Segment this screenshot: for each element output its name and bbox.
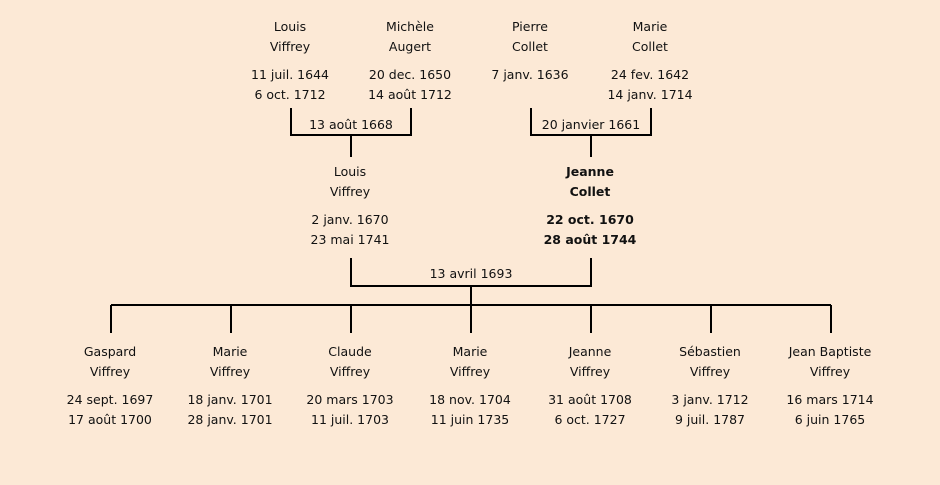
last-name: Viffrey: [89, 364, 131, 379]
birth-date: 31 août 1708: [548, 392, 632, 407]
last-name: Viffrey: [209, 364, 251, 379]
last-name: Viffrey: [689, 364, 731, 379]
birth-date: 11 juil. 1644: [251, 67, 329, 82]
birth-date: 16 mars 1714: [786, 392, 874, 407]
marriage-date: 20 janvier 1661: [541, 117, 641, 132]
last-name: Collet: [569, 184, 611, 199]
death-date: 11 juil. 1703: [311, 412, 389, 427]
first-name: Sébastien: [679, 344, 741, 359]
death-date: 23 mai 1741: [310, 232, 390, 247]
birth-date: 24 fev. 1642: [610, 67, 690, 82]
death-date: 6 oct. 1727: [554, 412, 626, 427]
first-name: Marie: [632, 19, 668, 34]
death-date: 11 juin 1735: [430, 412, 510, 427]
marriage-date: 13 août 1668: [309, 117, 393, 132]
first-name: Jean Baptiste: [788, 344, 872, 359]
birth-date: 18 nov. 1704: [429, 392, 511, 407]
death-date: 6 juin 1765: [794, 412, 866, 427]
death-date: 9 juil. 1787: [674, 412, 746, 427]
marriage-date: 13 avril 1693: [429, 266, 513, 281]
last-name: Augert: [388, 39, 432, 54]
birth-date: 18 janv. 1701: [187, 392, 273, 407]
birth-date: 20 dec. 1650: [368, 67, 452, 82]
last-name: Viffrey: [329, 364, 371, 379]
birth-date: 2 janv. 1670: [311, 212, 389, 227]
last-name: Viffrey: [329, 184, 371, 199]
birth-date: 3 janv. 1712: [671, 392, 749, 407]
first-name: Louis: [273, 19, 307, 34]
first-name: Marie: [212, 344, 248, 359]
last-name: Viffrey: [269, 39, 311, 54]
death-date: 28 janv. 1701: [187, 412, 273, 427]
first-name: Michèle: [386, 19, 434, 34]
first-name: Gaspard: [83, 344, 137, 359]
birth-date: 22 oct. 1670: [546, 212, 634, 227]
birth-date: 7 janv. 1636: [491, 67, 569, 82]
birth-date: 24 sept. 1697: [66, 392, 154, 407]
last-name: Collet: [512, 39, 548, 54]
first-name: Pierre: [512, 19, 548, 34]
last-name: Viffrey: [569, 364, 611, 379]
last-name: Collet: [632, 39, 668, 54]
last-name: Viffrey: [809, 364, 851, 379]
first-name: Jeanne: [566, 164, 614, 179]
marriage-line-1661: [530, 108, 652, 157]
death-date: 28 août 1744: [543, 232, 637, 247]
first-name: Louis: [333, 164, 367, 179]
first-name: Claude: [328, 344, 372, 359]
death-date: 17 août 1700: [68, 412, 152, 427]
last-name: Viffrey: [449, 364, 491, 379]
death-date: 14 janv. 1714: [607, 87, 693, 102]
death-date: 6 oct. 1712: [254, 87, 326, 102]
first-name: Jeanne: [568, 344, 612, 359]
children-line: [110, 304, 832, 333]
marriage-line-1668: [290, 108, 412, 157]
first-name: Marie: [452, 344, 488, 359]
death-date: 14 août 1712: [368, 87, 452, 102]
marriage-line-1693: [350, 258, 592, 305]
birth-date: 20 mars 1703: [306, 392, 394, 407]
